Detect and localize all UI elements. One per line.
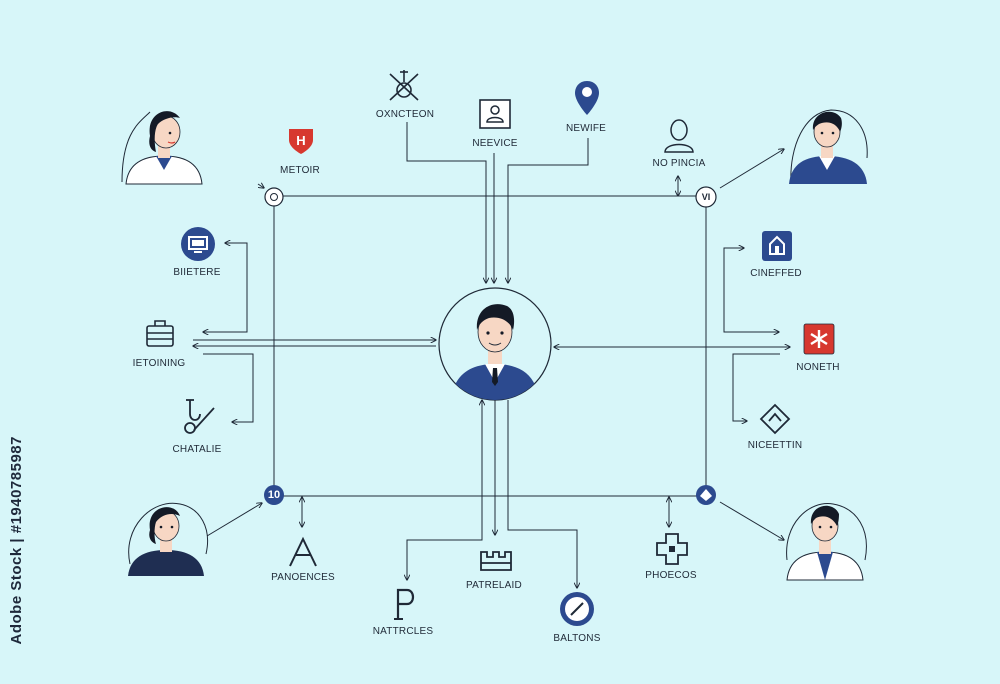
person-bust-icon <box>664 119 694 153</box>
hub-node-top-right <box>695 186 717 208</box>
monitor-badge-icon <box>181 227 215 261</box>
wire-cineffed <box>723 248 779 332</box>
svg-text:H: H <box>296 133 305 148</box>
hub-label-top-right: VI <box>701 192 711 202</box>
wire-bottom-right-avatar <box>719 501 784 540</box>
red-medical-star-icon <box>803 323 835 355</box>
red-shield-h-icon: H <box>289 129 313 154</box>
label-no-pincia: NO PINCIA <box>652 158 706 169</box>
label-niceettin: NICEETTIN <box>747 440 803 451</box>
wire-bottom-left-avatar <box>206 503 262 537</box>
hub-label-bottom-left: 10 <box>267 489 281 501</box>
wire-biietere <box>203 243 248 332</box>
wire-top-left-tick <box>257 184 264 188</box>
stock-watermark: Adobe Stock | #1940785987 <box>8 436 25 645</box>
central-person-avatar <box>438 287 552 401</box>
wire-oxnction <box>406 122 486 283</box>
label-cineffed: CINEFFED <box>750 268 802 279</box>
wire-chatalie <box>203 353 254 422</box>
label-neevice: NEEVICE <box>472 138 518 149</box>
avatar-bottom-left-woman <box>128 502 208 576</box>
hub-node-bottom-left <box>264 485 284 505</box>
diamond-arrow-icon <box>759 403 791 435</box>
crossed-tools-icon <box>389 70 419 101</box>
wire-baltons <box>507 400 577 588</box>
clock-badge-icon <box>560 592 594 626</box>
label-panoences: PANOENCES <box>271 572 335 583</box>
label-newife: NEWIFE <box>565 123 607 134</box>
avatar-top-left-doctor <box>121 111 203 185</box>
avatar-top-right-man <box>789 109 868 185</box>
stethoscope-icon <box>184 399 215 434</box>
letter-p-icon <box>394 588 415 620</box>
briefcase-icon <box>146 320 174 347</box>
hub-node-top-left <box>264 187 284 207</box>
location-pin-icon <box>575 81 599 115</box>
label-natircles: NATTRCLES <box>372 626 434 637</box>
avatar-bottom-right-doctor <box>786 503 867 581</box>
wire-newife <box>508 138 589 283</box>
label-noneth: NONETH <box>796 362 840 373</box>
label-biietere: BIIETERE <box>173 267 221 278</box>
label-oxnction: OXNCTEON <box>375 109 435 120</box>
house-badge-icon <box>762 231 792 261</box>
label-metoir: METOIR <box>280 165 320 176</box>
label-phoecos: PHOECOS <box>645 570 697 581</box>
building-icon <box>480 551 512 571</box>
wire-natircles <box>407 400 482 580</box>
label-baltons: BALTONS <box>553 633 601 644</box>
label-ietoining: IETOINING <box>132 358 186 369</box>
wire-niceettin <box>732 353 780 421</box>
medical-cross-icon <box>656 533 688 565</box>
framed-person-icon <box>479 99 511 129</box>
label-patrelaid: PATRELAID <box>466 580 522 591</box>
label-chatalie: CHATALIE <box>172 444 222 455</box>
letter-a-icon <box>289 536 317 567</box>
wire-top-right-avatar <box>719 149 784 189</box>
